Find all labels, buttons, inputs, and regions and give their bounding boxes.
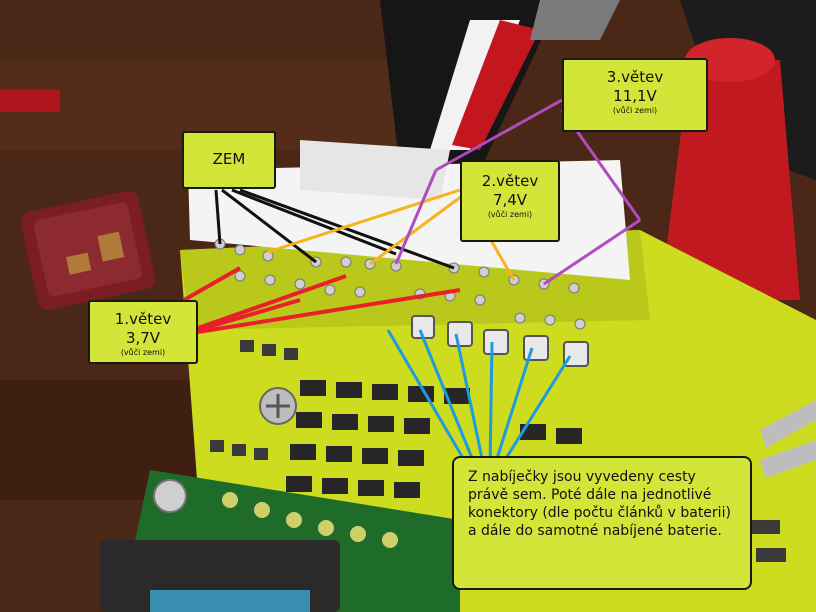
branch2-label-note: (vůči zemi) (487, 210, 533, 219)
cable-grey (530, 0, 620, 40)
branch3-label: 3.větev 11,1V (vůči zemi) (562, 58, 708, 132)
right-wire (760, 440, 816, 478)
charger-annotation: Z nabíječky jsou vyvedeny cesty právě se… (452, 456, 752, 590)
ground-lines (214, 188, 455, 270)
branch3-label-note: (vůči zemi) (612, 106, 658, 115)
charger-lines (386, 329, 572, 471)
small-components (210, 340, 786, 562)
branch1-label-voltage: 3,7V (125, 329, 161, 347)
smd-components (286, 380, 582, 498)
branch3-label-voltage: 11,1V (613, 87, 657, 105)
cable-red (452, 20, 540, 150)
ground-label-title: ZEM (212, 150, 246, 168)
branch3-label-title: 3.větev (606, 68, 664, 86)
branch1-label-note: (vůči zemi) (120, 348, 166, 357)
branch2-label-title: 2.větev (481, 172, 539, 190)
header-pins (214, 238, 586, 330)
branch1-label: 1.větev 3,7V (vůči zemi) (88, 300, 198, 364)
branch1-lines (183, 266, 461, 334)
ground-label: ZEM (182, 131, 276, 189)
balance-connector-top (300, 140, 450, 200)
branch2-label-voltage: 7,4V (492, 191, 528, 209)
mounting-screw (153, 479, 187, 513)
screw-slot (266, 394, 290, 418)
right-wire (760, 400, 816, 448)
branch2-label: 2.větev 7,4V (vůči zemi) (460, 160, 560, 242)
green-pcb-pads (222, 492, 398, 548)
deans-connector (20, 190, 156, 310)
branch1-label-title: 1.větev (114, 310, 172, 328)
red-wire (0, 90, 60, 112)
charger-annotation-text: Z nabíječky jsou vyvedeny cesty právě se… (468, 469, 731, 539)
lcd-screen (150, 590, 310, 612)
